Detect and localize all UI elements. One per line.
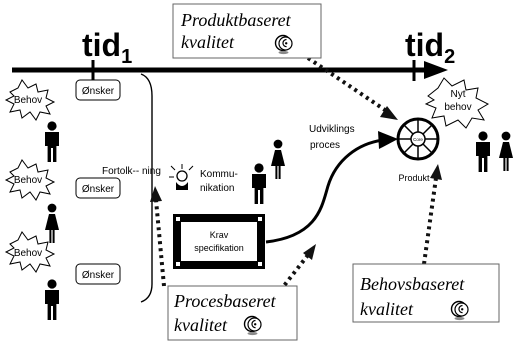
dev-process-label-1: Udviklings — [309, 124, 355, 135]
product-quality-box: Produktbaseret kvalitet — [172, 3, 322, 59]
timeline-arrowhead — [424, 61, 448, 79]
person-female-icon — [45, 203, 59, 243]
product-quality-line1: Produktbaseret — [180, 10, 292, 30]
wish-label: Ønsker — [82, 184, 115, 195]
process-quality-line1: Procesbaseret — [173, 291, 277, 311]
need-label: Behov — [14, 95, 42, 106]
person-female-icon — [499, 131, 513, 171]
communication-group: Kommu- nikation — [169, 139, 285, 204]
development-process-curve — [265, 138, 385, 244]
speech-burst-icon — [4, 231, 56, 273]
person-male-icon — [476, 131, 490, 172]
product-quality-arrow — [306, 56, 390, 114]
communication-label-2: nikation — [200, 183, 234, 194]
wish-box — [75, 177, 121, 199]
speech-burst-icon — [424, 77, 490, 129]
speech-burst-icon — [4, 79, 56, 121]
spec-card — [181, 222, 257, 261]
need-quality-line2: kvalitet — [360, 299, 414, 319]
person-male-icon — [252, 163, 266, 204]
new-need-label-1: Nyt — [451, 89, 466, 100]
spec-label-2: specifikation — [194, 243, 244, 253]
product-core-label: Core — [413, 137, 423, 142]
wish-label: Ønsker — [82, 86, 115, 97]
new-need-label-2: behov — [444, 102, 471, 113]
communication-label-1: Kommu- — [200, 169, 238, 180]
need-quality-line1: Behovsbaseret — [360, 274, 465, 294]
wish-box — [75, 263, 121, 285]
need-label: Behov — [14, 248, 42, 259]
product-quality-line2: kvalitet — [181, 32, 235, 52]
need-group-3: Behov Ønsker — [4, 231, 121, 320]
need-label: Behov — [14, 175, 42, 186]
person-female-icon — [271, 139, 285, 179]
spec-label-1: Krav — [210, 230, 229, 240]
process-quality-line2: kvalitet — [174, 315, 228, 335]
t1-label: tid1 — [82, 27, 132, 68]
speech-burst-icon — [4, 159, 56, 201]
need-group-1: Behov Ønsker — [4, 79, 121, 162]
new-need-group: Nyt behov — [424, 77, 513, 172]
person-male-icon — [45, 121, 59, 162]
need-quality-box: Behovsbaseret kvalitet — [352, 263, 500, 323]
need-quality-arrow — [422, 177, 438, 265]
wish-box — [75, 79, 121, 101]
dev-process-label-2: proces — [310, 140, 340, 151]
need-group-2: Behov Ønsker — [4, 159, 121, 243]
interpretation-label: Fortolk-- ning — [102, 166, 161, 177]
process-quality-arrow-left — [154, 199, 166, 287]
person-male-icon — [45, 279, 59, 320]
t2-label: tid2 — [405, 27, 455, 68]
wish-label: Ønsker — [82, 270, 115, 281]
development-arrowhead — [378, 131, 398, 149]
product-wheel-icon: Core — [396, 117, 440, 161]
requirements-spec: Krav specifikation — [173, 214, 265, 269]
timeline: tid1 tid2 — [12, 27, 455, 81]
process-quality-box: Procesbaseret kvalitet — [167, 285, 298, 341]
product-label: Produkt — [398, 173, 430, 183]
loudspeaker-person-icon — [169, 164, 194, 190]
interpretation-bracket — [140, 73, 153, 303]
